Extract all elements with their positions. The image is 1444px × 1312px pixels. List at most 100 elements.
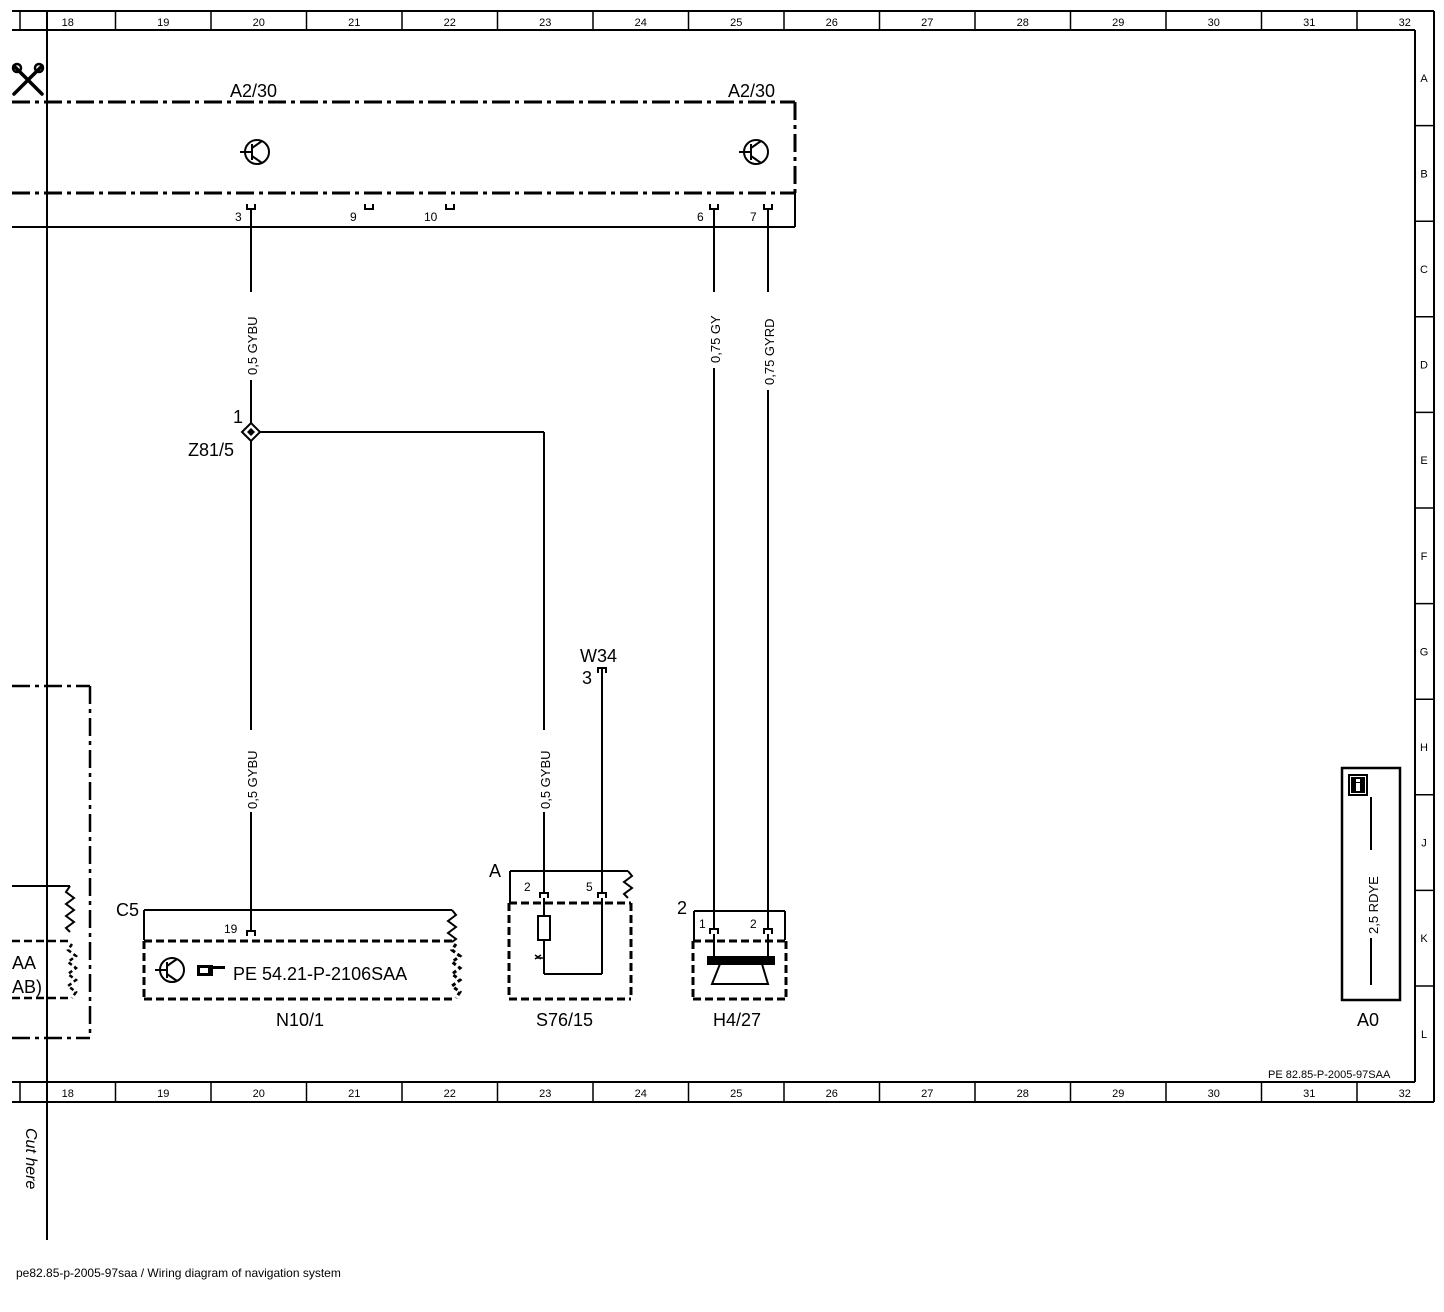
wire-lines: [250, 209, 769, 931]
column-label: 21: [348, 17, 360, 29]
a2-30-right-label: A2/30: [728, 81, 775, 101]
column-label: 31: [1303, 17, 1315, 29]
splice-connector-z81-5: [240, 421, 262, 443]
row-label: A: [1420, 73, 1428, 85]
column-label: 18: [62, 1088, 74, 1100]
row-dividers: [1415, 124, 1434, 987]
column-label: 31: [1303, 1088, 1315, 1100]
column-label: 24: [635, 1088, 647, 1100]
column-label: 24: [635, 17, 647, 29]
s76-15-pin-2-label: 2: [524, 880, 531, 894]
transistor-icon: [240, 139, 270, 165]
column-label: 30: [1208, 1088, 1220, 1100]
column-label: 27: [921, 17, 933, 29]
h4-27-component: [691, 910, 788, 1001]
z81-5-label: Z81/5: [188, 440, 234, 460]
pin-10-label: 10: [424, 210, 438, 224]
a0-label: A0: [1357, 1010, 1379, 1030]
column-label: 26: [826, 17, 838, 29]
wire-label-gyrd: 0,75 GYRD: [762, 319, 777, 385]
column-label: 19: [157, 17, 169, 29]
column-label: 28: [1017, 1088, 1029, 1100]
wire-label-rdye: 2,5 RDYE: [1366, 876, 1381, 934]
column-label: 22: [444, 17, 456, 29]
w34-label: W34: [580, 646, 617, 666]
a0-info-box: [1340, 766, 1402, 1002]
w34-pin-label: 3: [582, 668, 592, 688]
column-labels-bottom: 18 19 20 21 22 23 24 25 26 27 28 29 30 31 32: [62, 1088, 1411, 1100]
column-label: 29: [1112, 17, 1124, 29]
pin-7-label: 7: [750, 210, 757, 224]
row-label: D: [1420, 360, 1428, 372]
row-label: E: [1420, 455, 1427, 467]
s76-15-label: S76/15: [536, 1010, 593, 1030]
row-label: G: [1420, 646, 1429, 658]
info-icon: [1348, 774, 1368, 796]
column-label: 26: [826, 1088, 838, 1100]
module-pin-terminals: [246, 204, 773, 210]
column-label: 30: [1208, 17, 1220, 29]
n10-1-pin-label: 19: [224, 922, 238, 936]
wire-label-gybu-s76: 0,5 GYBU: [538, 750, 553, 809]
column-label: 27: [921, 1088, 933, 1100]
a2-30-left-label: A2/30: [230, 81, 277, 101]
n10-1-label: N10/1: [276, 1010, 324, 1030]
row-label: L: [1421, 1029, 1427, 1041]
column-label: 25: [730, 1088, 742, 1100]
cut-here-label: Cut here: [22, 1128, 39, 1189]
s76-15-component: [507, 870, 634, 1001]
column-label: 32: [1399, 1088, 1411, 1100]
column-label: 32: [1399, 17, 1411, 29]
sheet-reference: PE 82.85-P-2005-97SAA: [1268, 1069, 1391, 1081]
speaker-icon: [707, 956, 775, 985]
column-label: 18: [62, 17, 74, 29]
s76-15-pin-5-label: 5: [586, 880, 593, 894]
column-label: 20: [253, 17, 265, 29]
row-label: J: [1421, 838, 1427, 850]
row-label: F: [1421, 551, 1428, 563]
h4-27-pin-1-label: 1: [699, 917, 706, 931]
column-label: 29: [1112, 1088, 1124, 1100]
left-partial-component: [12, 684, 92, 1040]
wire-label-gybu-lower: 0,5 GYBU: [245, 750, 260, 809]
column-label: 25: [730, 17, 742, 29]
column-dividers: [114, 11, 1358, 1102]
n10-1-connector-label: C5: [116, 900, 139, 920]
pin-9-label: 9: [350, 210, 357, 224]
pin-6-label: 6: [697, 210, 704, 224]
pin-3-label: 3: [235, 210, 242, 224]
wire-label-gybu-upper: 0,5 GYBU: [245, 316, 260, 375]
w34-terminal: [597, 667, 607, 673]
a2-30-module-box: [12, 100, 797, 228]
row-label: H: [1420, 742, 1428, 754]
footer-caption: pe82.85-p-2005-97saa / Wiring diagram of…: [16, 1266, 341, 1280]
pointing-hand-icon: [197, 965, 225, 976]
transistor-icon: [739, 139, 769, 165]
row-label: C: [1420, 264, 1428, 276]
h4-27-connector-label: 2: [677, 898, 687, 918]
s76-15-connector-label: A: [489, 861, 501, 881]
column-label: 23: [539, 1088, 551, 1100]
aa-label: AA: [12, 953, 36, 973]
h4-27-pin-2-label: 2: [750, 917, 757, 931]
transistor-icon: [155, 957, 185, 983]
n10-1-component: [142, 909, 463, 1001]
row-label: K: [1420, 933, 1428, 945]
sheet-frame: [12, 10, 1435, 1240]
wire-label-gy: 0,75 GY: [708, 315, 723, 363]
column-label: 20: [253, 1088, 265, 1100]
row-label: B: [1420, 168, 1427, 180]
row-labels: A B C D E F G H J K L: [1420, 73, 1429, 1041]
h4-27-label: H4/27: [713, 1010, 761, 1030]
column-label: 23: [539, 17, 551, 29]
column-label: 19: [157, 1088, 169, 1100]
column-labels-top: 18 19 20 21 22 23 24 25 26 27 28 29 30 31 32: [62, 17, 1411, 29]
scissors-icon: [11, 62, 45, 96]
column-label: 28: [1017, 17, 1029, 29]
n10-1-reference: PE 54.21-P-2106SAA: [233, 964, 407, 984]
column-label: 21: [348, 1088, 360, 1100]
z81-5-pin-label: 1: [233, 407, 243, 427]
ab-label: AB): [12, 977, 42, 997]
column-label: 22: [444, 1088, 456, 1100]
